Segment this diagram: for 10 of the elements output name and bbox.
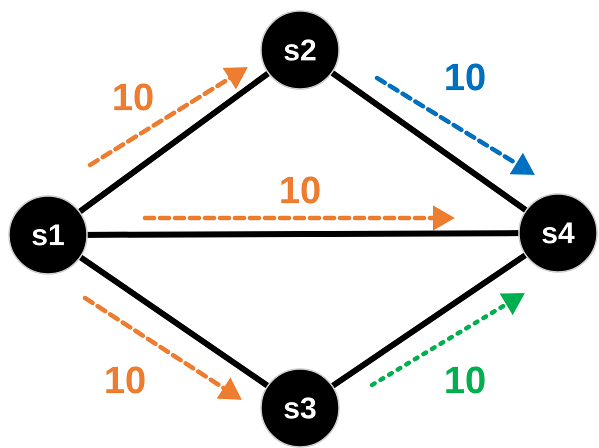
link-line xyxy=(330,70,528,212)
link-line xyxy=(331,252,527,388)
link-line xyxy=(79,255,269,388)
link-line xyxy=(78,71,270,214)
flow-label: 10 xyxy=(446,366,485,394)
flow-label: 10 xyxy=(106,366,145,394)
flow-label: 10 xyxy=(281,176,320,204)
link-line xyxy=(88,230,518,238)
flow-label: 10 xyxy=(446,64,485,90)
flow-label: 10 xyxy=(114,84,153,110)
